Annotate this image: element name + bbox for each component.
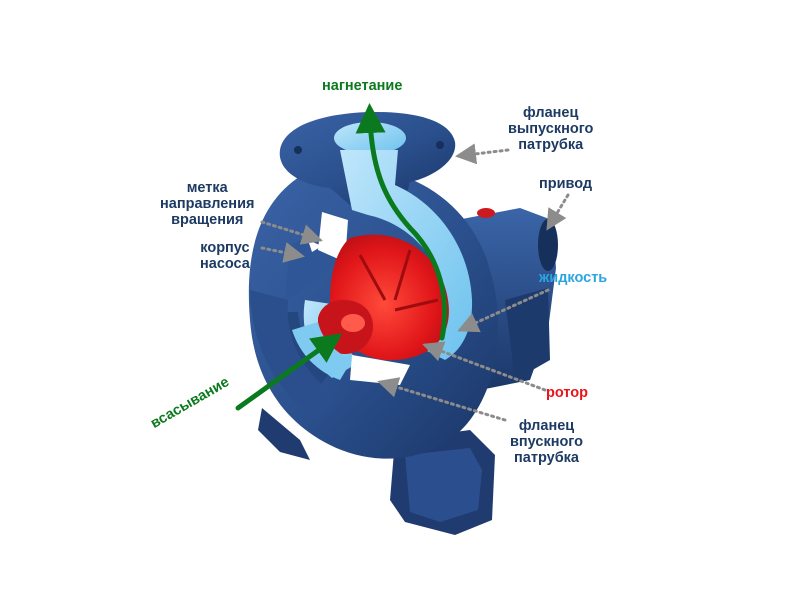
label-fluid: жидкость — [539, 270, 608, 286]
label-rotation-mark: метка направления вращения — [160, 180, 255, 228]
label-pump-casing: корпус насоса — [200, 240, 250, 272]
label-rotor: ротор — [546, 385, 588, 401]
discharge-flow-arrow — [355, 103, 448, 341]
label-discharge: нагнетание — [322, 78, 403, 94]
label-inlet-flange: фланец впускного патрубка — [510, 418, 584, 466]
label-drive: привод — [539, 176, 593, 192]
pump-base — [258, 408, 495, 535]
suction-flow-arrow — [235, 333, 343, 411]
leader-lines — [260, 143, 570, 422]
label-outlet-flange: фланец выпускного патрубка — [508, 105, 594, 153]
oil-plug — [477, 208, 495, 218]
rotor-impeller — [318, 234, 449, 361]
